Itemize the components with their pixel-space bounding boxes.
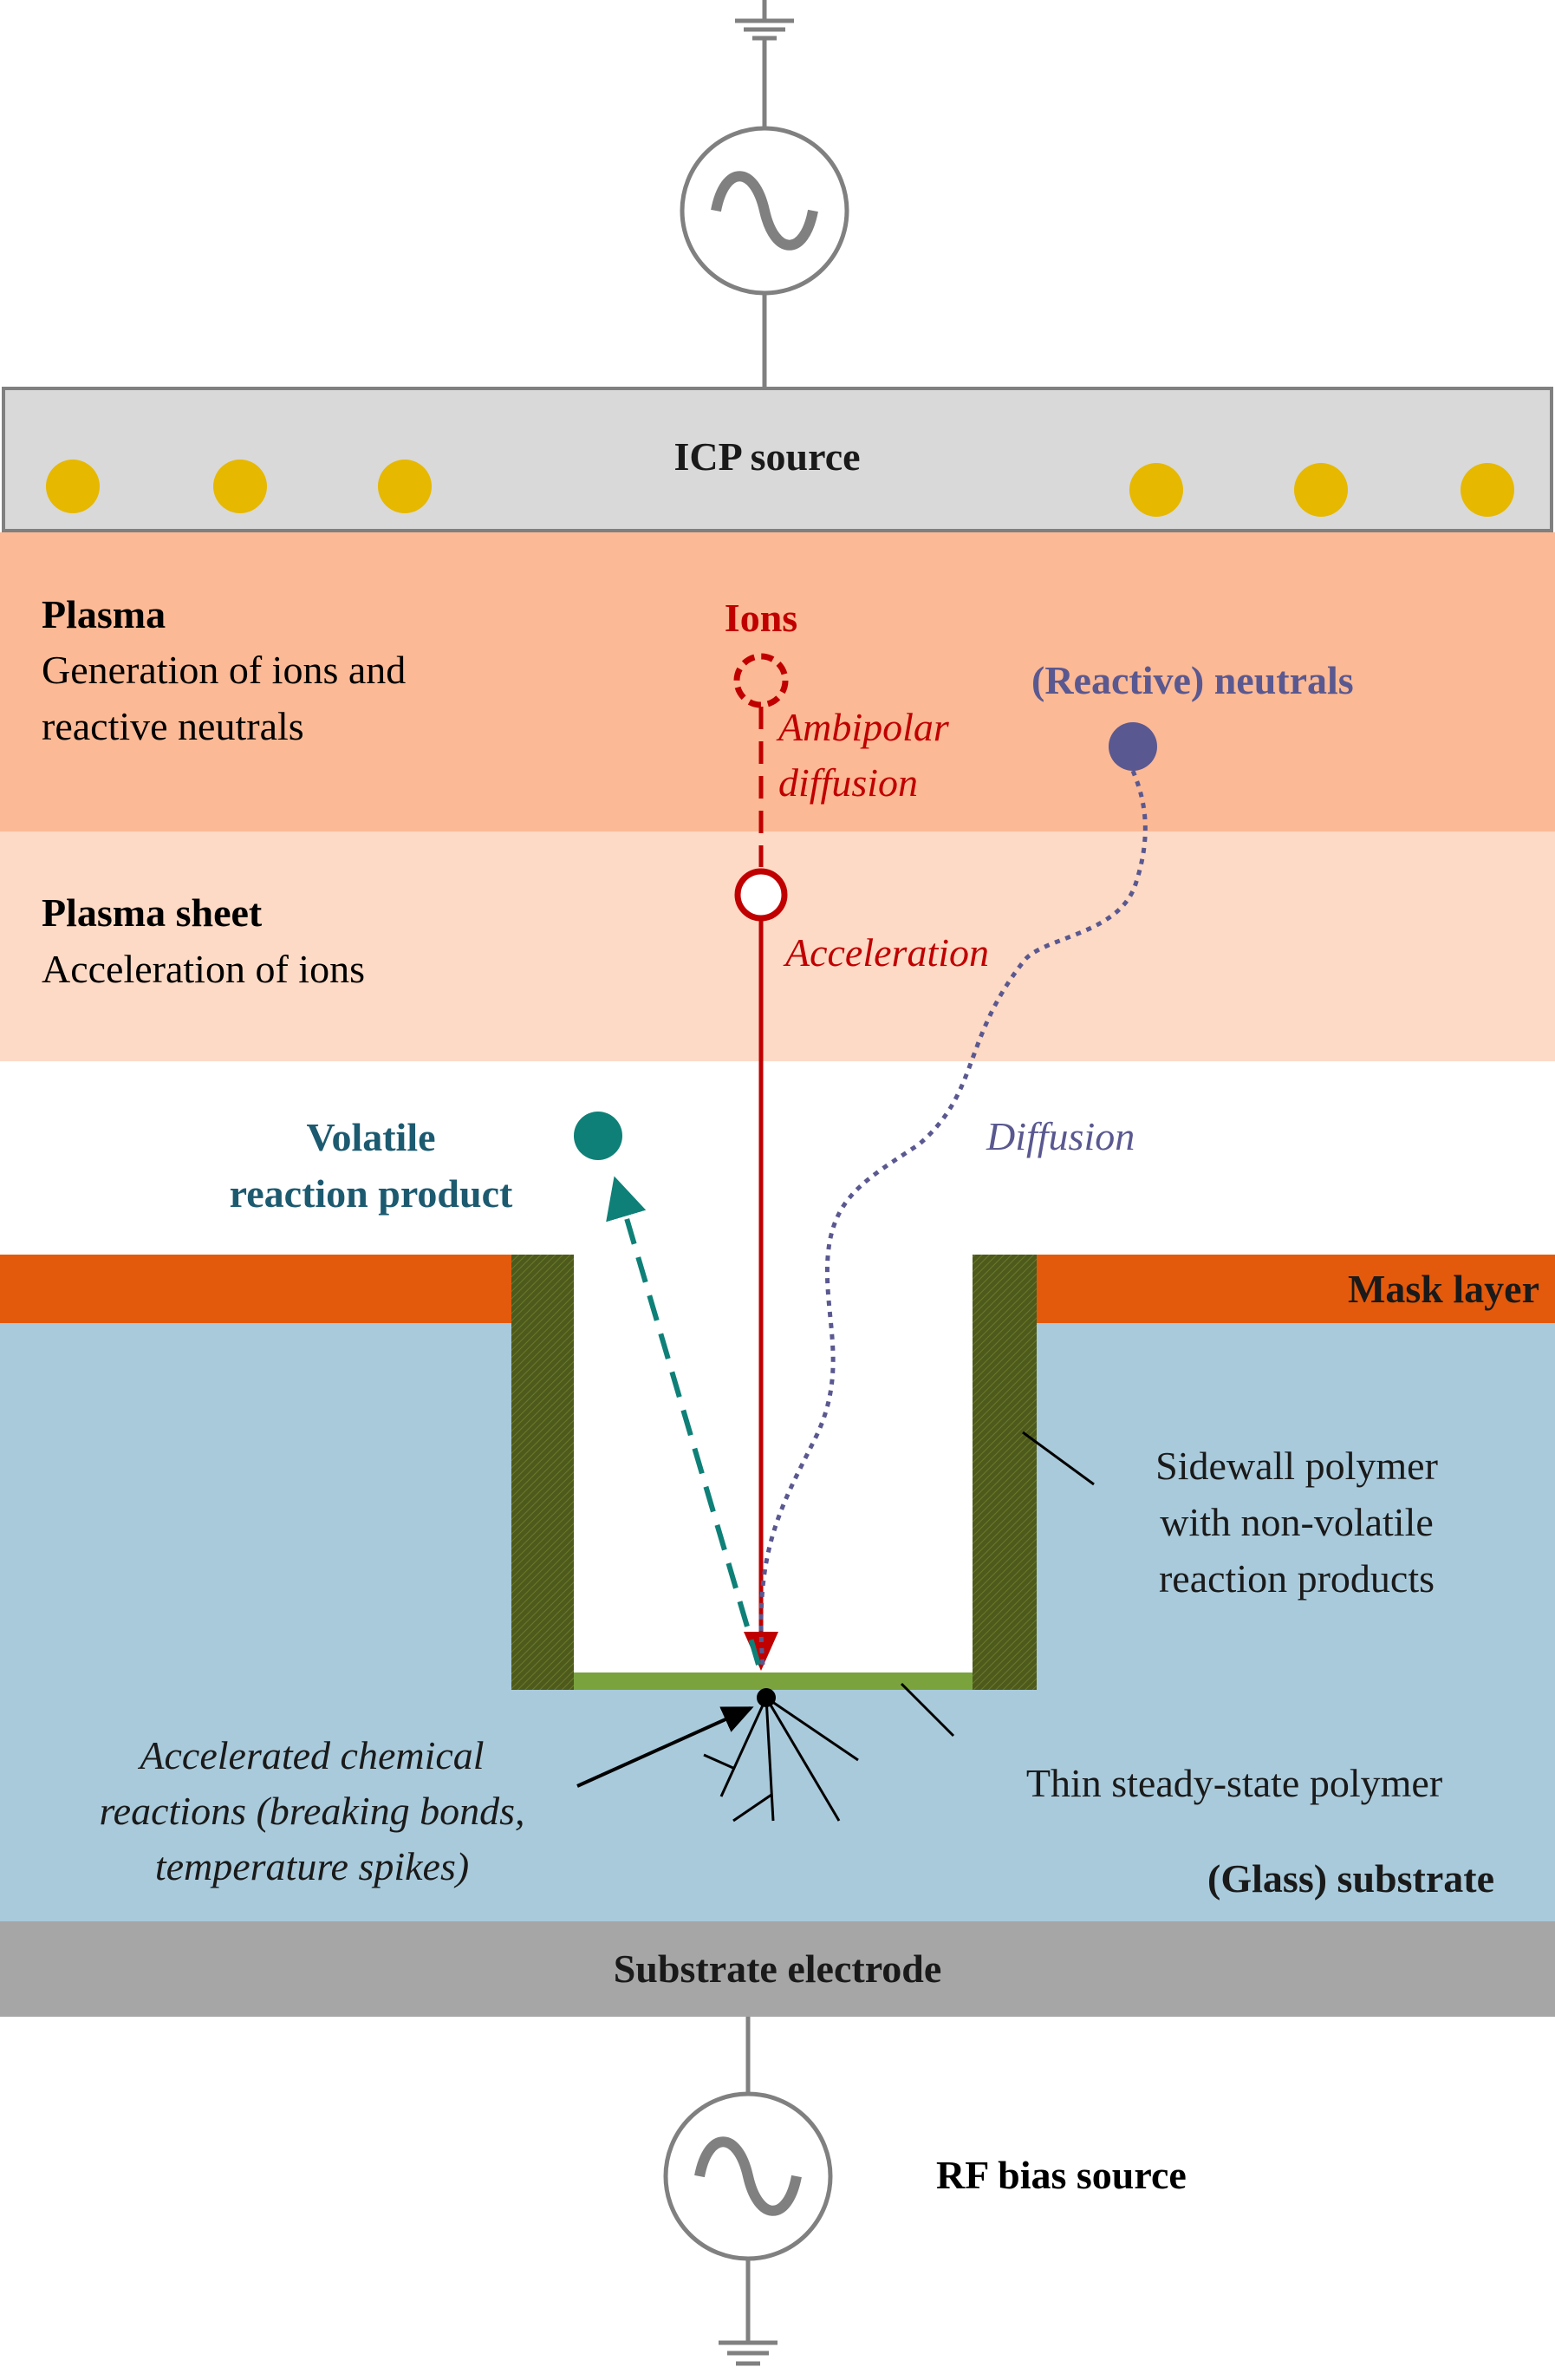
- rf-bias-label: RF bias source: [936, 2153, 1187, 2197]
- top-ac-source-icon: [680, 126, 849, 388]
- sidewall-label-line1: Sidewall polymer: [1155, 1444, 1438, 1488]
- trench: [574, 1255, 973, 1673]
- bottom-ground-icon: [719, 2340, 778, 2366]
- sidewall-polymer-left: [511, 1255, 574, 1690]
- neutral-diffusion-path: [758, 770, 1148, 1666]
- plasma-region: [0, 532, 1555, 831]
- bond-breaking-lines: [703, 1696, 859, 1822]
- plasma-title: Plasma: [42, 592, 166, 636]
- thin-polymer-label: Thin steady-state polymer: [1026, 1761, 1442, 1805]
- glass-substrate-label: (Glass) substrate: [1207, 1856, 1494, 1901]
- accel-chem-line3: temperature spikes): [155, 1844, 469, 1888]
- mask-layer-left: [0, 1255, 513, 1323]
- coil-dot: [1294, 463, 1348, 517]
- icp-source-label: ICP source: [673, 434, 860, 479]
- sidewall-pointer: [1022, 1431, 1095, 1486]
- coil-dot: [378, 460, 432, 513]
- coil-dot: [1461, 463, 1514, 517]
- volatile-label-line1: Volatile: [306, 1115, 435, 1159]
- neutrals-label: (Reactive) neutrals: [1031, 658, 1354, 702]
- ion-icon: [734, 868, 788, 922]
- substrate-electrode-label: Substrate electrode: [614, 1946, 942, 1991]
- coil-dot: [213, 460, 267, 513]
- diffusion-label: Diffusion: [986, 1114, 1135, 1158]
- neutral-icon: [1109, 722, 1157, 771]
- sidewall-label-line2: with non-volatile: [1160, 1500, 1434, 1544]
- top-ground-icon: [735, 0, 794, 128]
- coil-dot: [1129, 463, 1183, 517]
- coil-dot: [46, 460, 100, 513]
- plasma-sheet-desc: Acceleration of ions: [42, 947, 365, 991]
- ion-dashed-icon: [733, 653, 789, 708]
- sidewall-polymer-right: [973, 1255, 1037, 1690]
- accelerated-reactions-pointer: [576, 1706, 754, 1788]
- plasma-sheet-region: [0, 831, 1555, 1061]
- mask-layer-label: Mask layer: [1348, 1267, 1539, 1311]
- coil-dots: [46, 460, 1514, 517]
- plasma-desc-line1: Generation of ions and: [42, 648, 406, 692]
- ambipolar-label-line1: Ambipolar: [776, 705, 950, 749]
- volatile-product-icon: [574, 1112, 622, 1160]
- substrate-electrode: [0, 1921, 1555, 2017]
- mask-layer-right: [1036, 1255, 1555, 1323]
- sidewall-label-line3: reaction products: [1159, 1556, 1435, 1601]
- bottom-ac-source-icon: [663, 2017, 833, 2343]
- ambipolar-label-line2: diffusion: [778, 760, 918, 805]
- ions-label: Ions: [725, 596, 797, 640]
- volatile-label-line2: reaction product: [230, 1171, 513, 1216]
- acceleration-label: Acceleration: [783, 930, 989, 975]
- plasma-sheet-title: Plasma sheet: [42, 890, 263, 935]
- thin-steady-state-polymer: [574, 1673, 973, 1690]
- thin-polymer-pointer: [900, 1682, 955, 1738]
- icp-source-bar: [2, 387, 1553, 532]
- plasma-desc-line2: reactive neutrals: [42, 704, 304, 748]
- volatile-product-path: [606, 1176, 761, 1666]
- accel-chem-line1: Accelerated chemical: [137, 1733, 484, 1777]
- accel-chem-line2: reactions (breaking bonds,: [99, 1789, 524, 1833]
